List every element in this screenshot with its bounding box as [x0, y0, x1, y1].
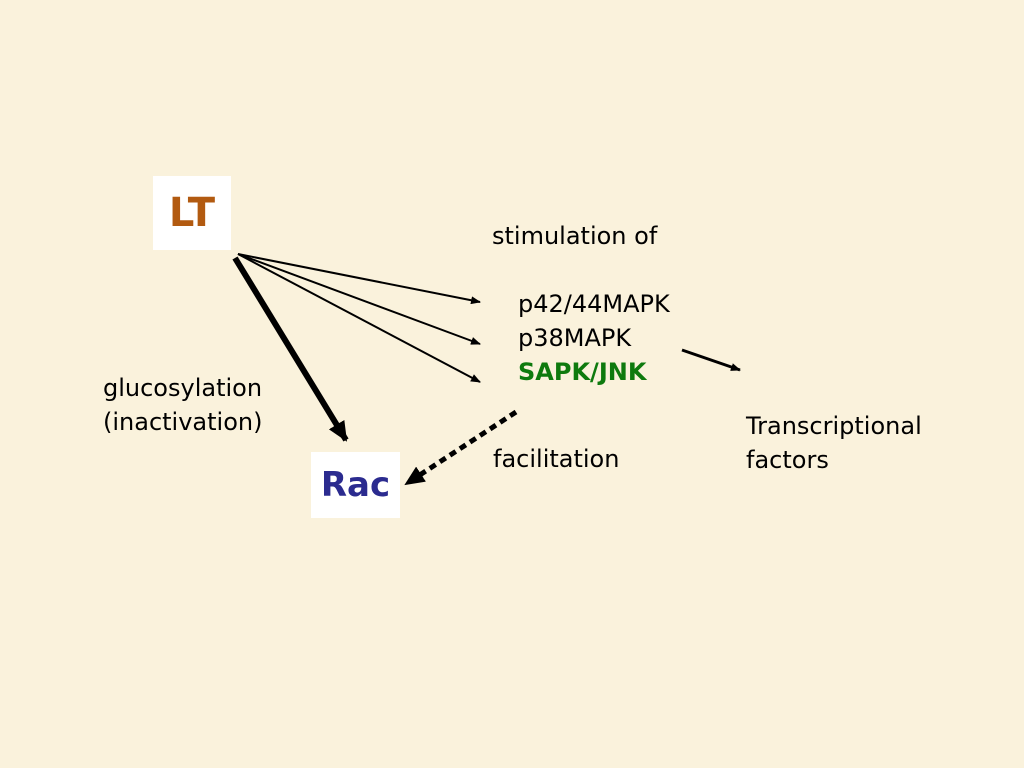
kinase-sapk-jnk: SAPK/JNK [518, 358, 647, 386]
kinase-p42: p42/44MAPK [518, 290, 670, 318]
arrow-lt-to-p38 [237, 253, 481, 345]
transcriptional-label: Transcriptional [746, 412, 922, 440]
glucosylation-label: glucosylation [103, 374, 263, 402]
node-lt-label: LT [168, 190, 216, 236]
facilitation-label: facilitation [493, 445, 620, 473]
node-lt: LT [153, 176, 231, 250]
node-rac: Rac [311, 452, 400, 518]
kinase-p38: p38MAPK [518, 324, 632, 352]
arrow-sapk-to-transcription [681, 348, 741, 372]
stimulation-label: stimulation of [492, 222, 658, 250]
inactivation-label: (inactivation) [103, 408, 263, 436]
node-rac-label: Rac [320, 465, 391, 505]
arrow-lt-to-p42 [237, 253, 481, 305]
arrow-facilitation-to-rac [404, 409, 518, 487]
factors-label: factors [746, 446, 829, 474]
arrow-lt-to-sapk [237, 253, 481, 383]
arrow-lt-to-rac [232, 256, 349, 442]
